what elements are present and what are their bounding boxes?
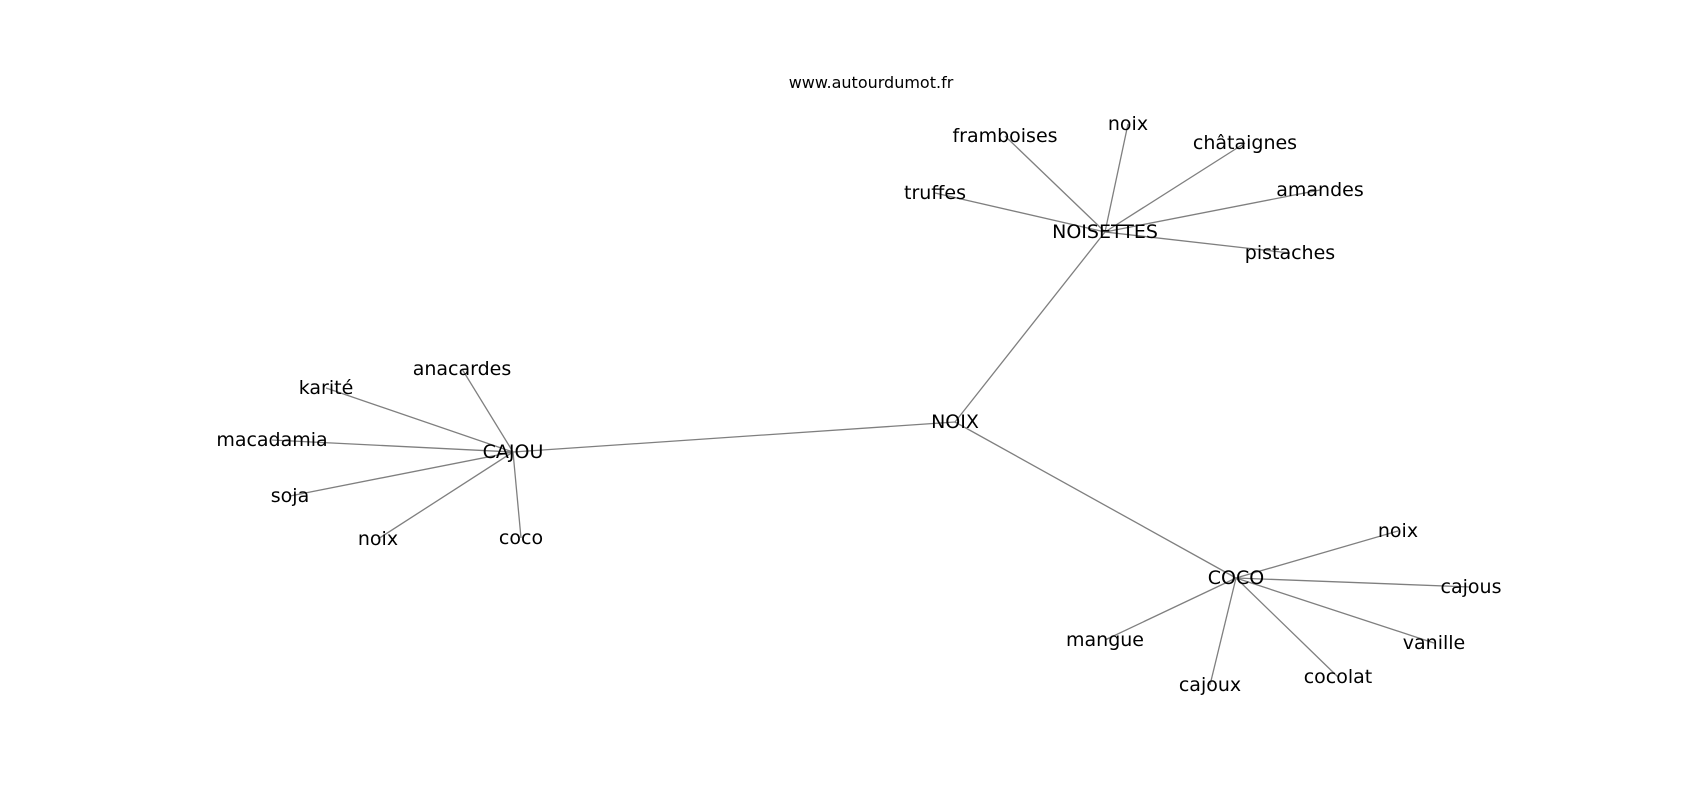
edge-coco-k-mangue	[1104, 577, 1237, 641]
node-label-c-coco: coco	[499, 527, 543, 549]
node-label-k-cocolat: cocolat	[1304, 666, 1373, 688]
node-label-n-framboises: framboises	[952, 125, 1057, 147]
node-label-cajou: CAJOU	[483, 441, 544, 463]
edge-coco-k-noix	[1235, 530, 1399, 579]
node-label-k-cajoux: cajoux	[1179, 674, 1241, 696]
node-label-c-macadamia: macadamia	[216, 429, 327, 451]
node-label-coco: COCO	[1208, 567, 1264, 589]
edge-coco-k-vanille	[1235, 577, 1435, 644]
node-label-n-pistaches: pistaches	[1245, 242, 1335, 264]
node-label-k-noix: noix	[1378, 520, 1418, 542]
edge-cajou-c-coco	[512, 451, 522, 539]
edge-noisettes-n-pistaches	[1104, 231, 1291, 254]
edge-coco-k-cajoux	[1209, 577, 1237, 686]
node-label-c-soja: soja	[271, 485, 309, 507]
node-label-k-cajous: cajous	[1441, 576, 1502, 598]
edges-layer	[271, 123, 1472, 686]
node-label-c-anacardes: anacardes	[413, 358, 512, 380]
edge-noix-center-coco	[954, 421, 1237, 579]
edge-noix-center-cajou	[512, 421, 956, 453]
node-label-noisettes: NOISETTES	[1052, 221, 1158, 243]
edge-noisettes-n-truffes	[934, 192, 1106, 233]
node-label-c-noix: noix	[358, 528, 398, 550]
node-label-n-truffes: truffes	[904, 182, 966, 204]
node-label-k-vanille: vanille	[1403, 632, 1465, 654]
edge-cajou-c-macadamia	[271, 439, 514, 453]
labels-layer: NOIX NOISETTES CAJOU COCO framboises noix chât…	[216, 113, 1501, 696]
node-label-n-noix1: noix	[1108, 113, 1148, 135]
edge-cajou-c-anacardes	[461, 368, 514, 453]
edge-noix-center-noisettes	[954, 231, 1106, 423]
node-label-n-amandes: amandes	[1276, 179, 1364, 201]
edge-noisettes-n-noix1	[1104, 123, 1129, 233]
edge-noisettes-n-framboises	[1004, 135, 1106, 233]
node-label-n-chataignes: châtaignes	[1193, 132, 1297, 154]
edge-noisettes-n-amandes	[1104, 189, 1321, 233]
node-label-noix-center: NOIX	[931, 411, 979, 433]
edge-coco-k-cocolat	[1235, 577, 1339, 678]
site-watermark: www.autourdumot.fr	[789, 73, 954, 92]
edge-cajou-c-noix	[377, 451, 514, 540]
node-label-c-karite: karité	[299, 377, 354, 399]
node-label-k-mangue: mangue	[1066, 629, 1144, 651]
edge-noisettes-n-chataignes	[1104, 142, 1246, 233]
edge-coco-k-cajous	[1235, 577, 1472, 588]
edge-cajou-c-soja	[289, 451, 514, 497]
edge-cajou-c-karite	[325, 387, 514, 453]
